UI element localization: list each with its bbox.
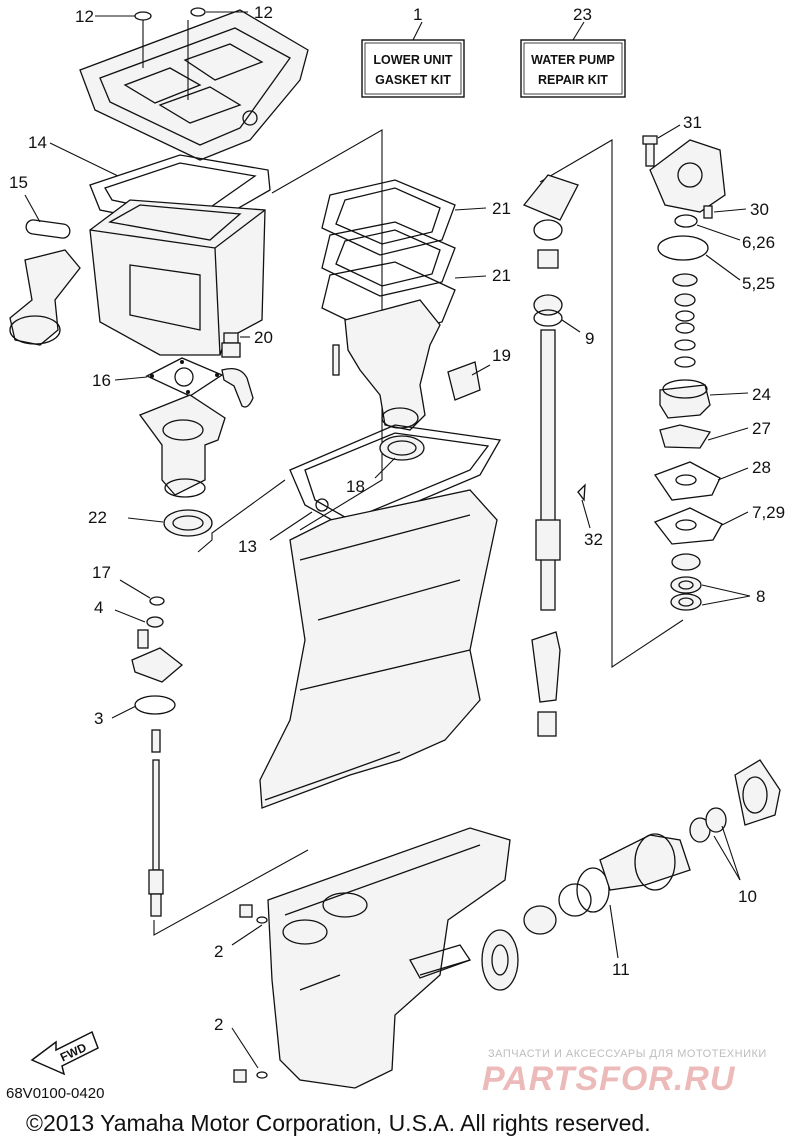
bearing-housing xyxy=(531,631,561,737)
plug-20 xyxy=(221,332,241,358)
callout-8: 8 xyxy=(756,587,765,606)
kit-23-line2: REPAIR KIT xyxy=(538,73,608,87)
callout-9: 9 xyxy=(585,329,594,348)
midsection-casing xyxy=(259,489,498,809)
impeller-housing-24 xyxy=(659,379,711,419)
exhaust-outlet xyxy=(409,944,472,979)
seal-15 xyxy=(25,219,71,239)
callout-24: 24 xyxy=(752,385,771,404)
callout-12-right: 12 xyxy=(254,3,273,22)
callout-7-29: 7,29 xyxy=(752,503,785,522)
exhaust-pipe xyxy=(9,249,81,346)
water-pump-repair-kit-box: WATER PUMP REPAIR KIT xyxy=(520,39,626,98)
rubber-seal-19 xyxy=(447,361,481,401)
callout-32: 32 xyxy=(584,530,603,549)
callout-18: 18 xyxy=(346,477,365,496)
upper-casing-gasket-plate xyxy=(79,9,309,161)
gasket-16 xyxy=(145,357,224,397)
copyright-notice: ©2013 Yamaha Motor Corporation, U.S.A. A… xyxy=(26,1110,651,1136)
oil-seals-8 xyxy=(670,576,702,611)
callout-16: 16 xyxy=(92,371,111,390)
callout-23: 23 xyxy=(573,5,592,24)
outer-plate-28 xyxy=(653,461,721,501)
oil-seal-housing xyxy=(671,553,701,571)
callout-17: 17 xyxy=(92,563,111,582)
callout-13: 13 xyxy=(238,537,257,556)
o-ring-12-left xyxy=(134,11,152,21)
callout-3: 3 xyxy=(94,709,103,728)
o-ring-12-right xyxy=(190,7,206,17)
pump-insert-stack xyxy=(672,273,698,368)
callout-19: 19 xyxy=(492,346,511,365)
callout-22: 22 xyxy=(88,508,107,527)
o-ring-11 xyxy=(576,867,610,913)
callout-5-25: 5,25 xyxy=(742,274,775,293)
water-pump-housing xyxy=(649,139,726,213)
lower-unit-gasket-kit-box: LOWER UNIT GASKET KIT xyxy=(361,39,465,98)
callout-20: 20 xyxy=(254,328,273,347)
callout-labels: 12 12 1 23 14 15 20 16 22 21 21 19 18 13… xyxy=(9,3,785,1034)
oil-seals-10 xyxy=(689,807,727,843)
callout-21-upper: 21 xyxy=(492,199,511,218)
gasket-7-29 xyxy=(653,507,723,545)
drain-screw-upper xyxy=(239,904,268,924)
callout-31: 31 xyxy=(683,113,702,132)
gasket-21-upper xyxy=(321,179,456,256)
key-32 xyxy=(577,483,586,502)
callout-30: 30 xyxy=(750,200,769,219)
propeller-shaft-housing xyxy=(599,833,691,891)
callout-12-left: 12 xyxy=(75,7,94,26)
oil-seal-22 xyxy=(163,509,213,537)
oil-pan xyxy=(89,199,266,356)
bolt-left xyxy=(332,344,340,376)
bolt-31 xyxy=(642,135,658,167)
callout-15: 15 xyxy=(9,173,28,192)
fwd-arrow-icon: FWD xyxy=(30,1030,99,1076)
watermark-tagline: ЗАПЧАСТИ И АКСЕССУАРЫ ДЛЯ МОТОТЕХНИКИ xyxy=(488,1048,767,1060)
callout-2-lower: 2 xyxy=(214,1015,223,1034)
o-ring-5-25 xyxy=(657,235,709,261)
seal-18 xyxy=(379,435,425,461)
kit-1-line1: LOWER UNIT xyxy=(373,53,453,67)
callout-4: 4 xyxy=(94,598,103,617)
pin-30 xyxy=(703,205,713,219)
o-ring-17 xyxy=(149,596,165,606)
forward-gear xyxy=(481,929,519,991)
callout-11: 11 xyxy=(612,960,630,979)
lower-gearcase xyxy=(267,827,511,1089)
o-ring-3 xyxy=(134,695,176,715)
ring-nut xyxy=(734,759,781,826)
o-ring-6-26 xyxy=(674,214,698,228)
shift-rod-housing xyxy=(131,629,184,683)
bearing xyxy=(523,883,592,935)
kit-1-line2: GASKET KIT xyxy=(375,73,451,87)
exhaust-guide xyxy=(138,394,226,498)
gasket-14 xyxy=(89,154,271,231)
watermark-logo: PARTSFOR.RU xyxy=(482,1060,736,1098)
callout-2-upper: 2 xyxy=(214,942,223,961)
callout-10: 10 xyxy=(738,887,757,906)
drain-screw-lower xyxy=(233,1069,268,1083)
impeller-27 xyxy=(659,424,712,449)
diagram-code: 68V0100-0420 xyxy=(6,1085,105,1102)
callout-21-lower: 21 xyxy=(492,266,511,285)
shift-rod xyxy=(148,729,164,917)
callout-6-26: 6,26 xyxy=(742,233,775,252)
callout-1: 1 xyxy=(413,5,422,24)
water-tube xyxy=(221,367,254,408)
boundary-lines xyxy=(153,129,684,936)
drive-shaft xyxy=(522,174,579,611)
callout-14: 14 xyxy=(28,133,47,152)
seal-4 xyxy=(146,616,164,628)
gasket-21-lower xyxy=(321,221,456,337)
callout-28: 28 xyxy=(752,458,771,477)
gasket-13 xyxy=(289,424,502,531)
exhaust-manifold xyxy=(344,299,441,431)
callout-27: 27 xyxy=(752,419,771,438)
kit-23-line1: WATER PUMP xyxy=(531,53,615,67)
